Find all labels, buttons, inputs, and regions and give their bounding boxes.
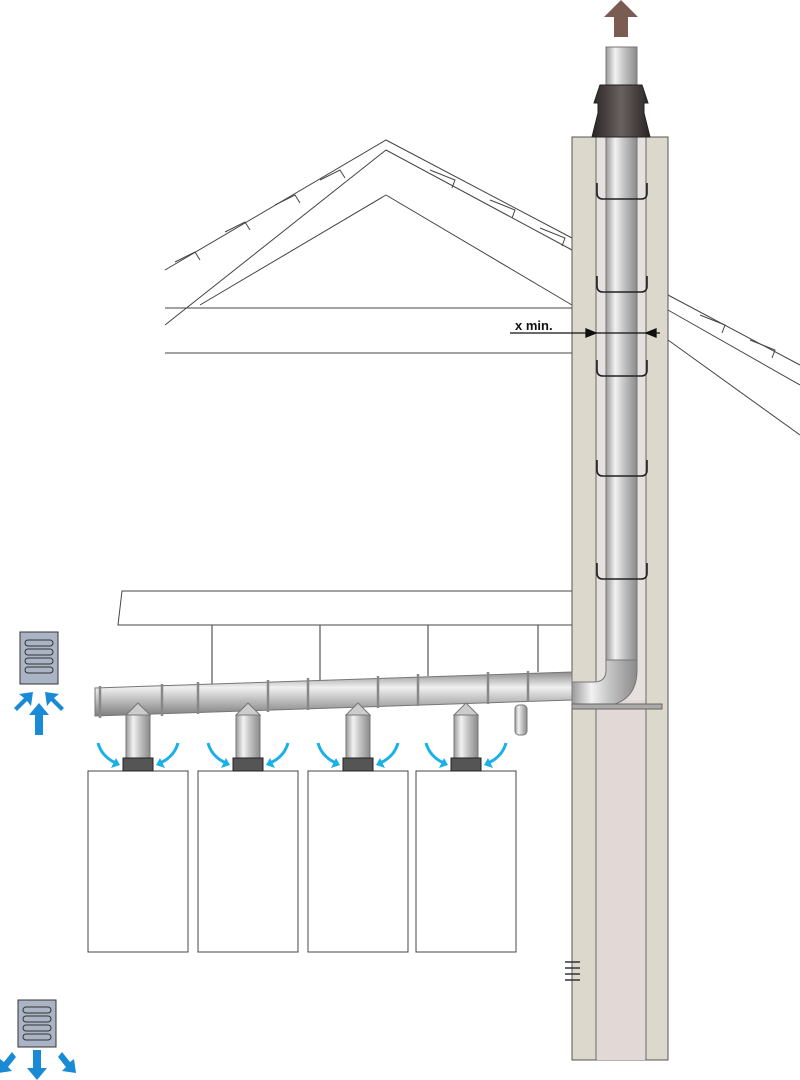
pipe-hangers — [211, 625, 539, 685]
roof — [164, 139, 800, 436]
boiler-1 — [87, 702, 189, 953]
boiler-flue-stub — [345, 714, 371, 760]
boiler-2 — [197, 702, 299, 953]
air-flow-arrows-icon — [206, 742, 290, 768]
boiler-flue-adapter — [122, 757, 154, 772]
boiler-flue-stub — [125, 714, 151, 760]
horizontal-flue-header — [94, 671, 573, 717]
air-inlet-arrows-icon — [14, 692, 64, 735]
liner-spacers — [596, 183, 648, 580]
air-flow-arrows-icon — [316, 742, 400, 768]
vertical-flue-pipe — [605, 46, 638, 668]
air-flow-arrows-icon — [424, 742, 508, 768]
boiler-flue-adapter — [342, 757, 374, 772]
boilers — [87, 702, 517, 953]
boiler-flue-adapter — [232, 757, 264, 772]
dimension-x-min — [510, 328, 660, 338]
boiler-4 — [415, 702, 517, 953]
air-inlet-vent — [14, 631, 64, 735]
pipe-joints — [98, 671, 530, 718]
boiler-flue-stub — [453, 714, 479, 760]
ceiling-slab — [117, 590, 573, 626]
air-outlet-arrows-icon — [0, 1050, 76, 1080]
condensate-trap — [514, 704, 528, 736]
dimension-label: x min. — [515, 318, 553, 333]
chimney-cap — [591, 84, 651, 138]
vent-slots — [565, 961, 580, 981]
air-flow-arrows-icon — [96, 742, 180, 768]
boiler-flue-stub — [235, 714, 261, 760]
wall-bracket — [571, 703, 663, 710]
air-outlet-vent — [0, 999, 76, 1080]
boiler-flue-adapter — [450, 757, 482, 772]
exhaust-arrow-icon — [604, 0, 638, 37]
boiler-3 — [307, 702, 409, 953]
